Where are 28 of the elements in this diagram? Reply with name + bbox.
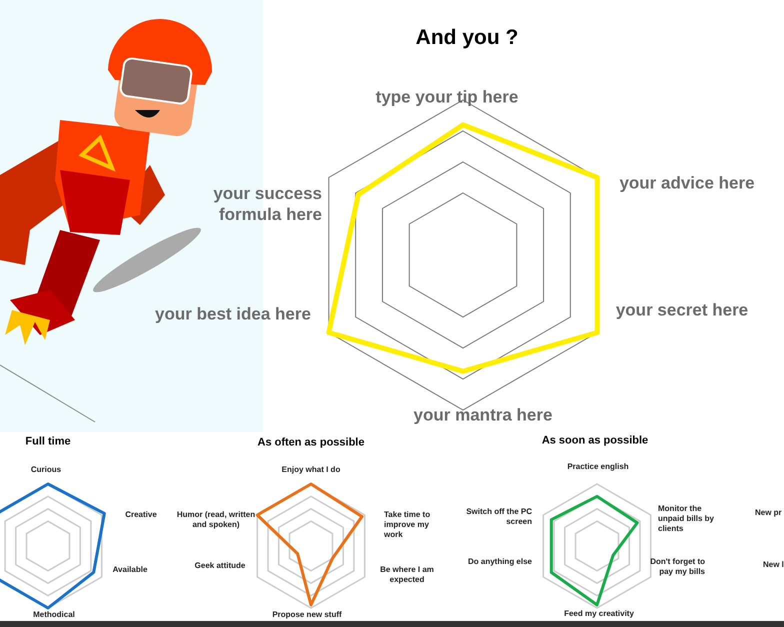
axis-label: Methodical	[32, 610, 76, 620]
axis-label: Available	[112, 565, 148, 575]
axis-label: type your tip here	[374, 86, 520, 108]
chart-title: As often as possible	[256, 436, 366, 450]
axis-label: your mantra here	[412, 404, 554, 426]
axis-label: Do anything else	[466, 557, 533, 567]
axis-label: Be where I am expected	[379, 565, 435, 585]
axis-label: Humor (read, written and spoken)	[176, 510, 256, 530]
axis-label: your best idea here	[154, 304, 312, 324]
axis-label: Feed my creativity	[563, 609, 635, 619]
axis-label: New pr	[755, 508, 783, 518]
axis-label: your success formula here	[212, 183, 322, 225]
axis-label: Enjoy what I do	[280, 465, 342, 475]
chart-title: As soon as possible	[540, 434, 650, 448]
axis-label: your advice here	[618, 172, 756, 194]
axis-label: Geek attitude	[194, 561, 246, 571]
axis-label: New l	[763, 560, 784, 570]
axis-label: Curious	[30, 465, 62, 475]
axis-label: Don't forget to pay my bills	[649, 557, 705, 577]
axis-label: your secret here	[614, 300, 750, 320]
chart-title: Full time	[24, 436, 72, 448]
axis-label: Monitor the unpaid bills by clients	[658, 504, 716, 534]
axis-label: Creative	[124, 510, 158, 520]
chart-title: And you ?	[414, 25, 520, 51]
axis-label: Practice english	[566, 462, 630, 472]
axis-label: Take time to improve my work	[384, 510, 432, 540]
axis-label: Switch off the PC screen	[465, 507, 532, 527]
axis-label: Propose new stuff	[271, 610, 343, 620]
